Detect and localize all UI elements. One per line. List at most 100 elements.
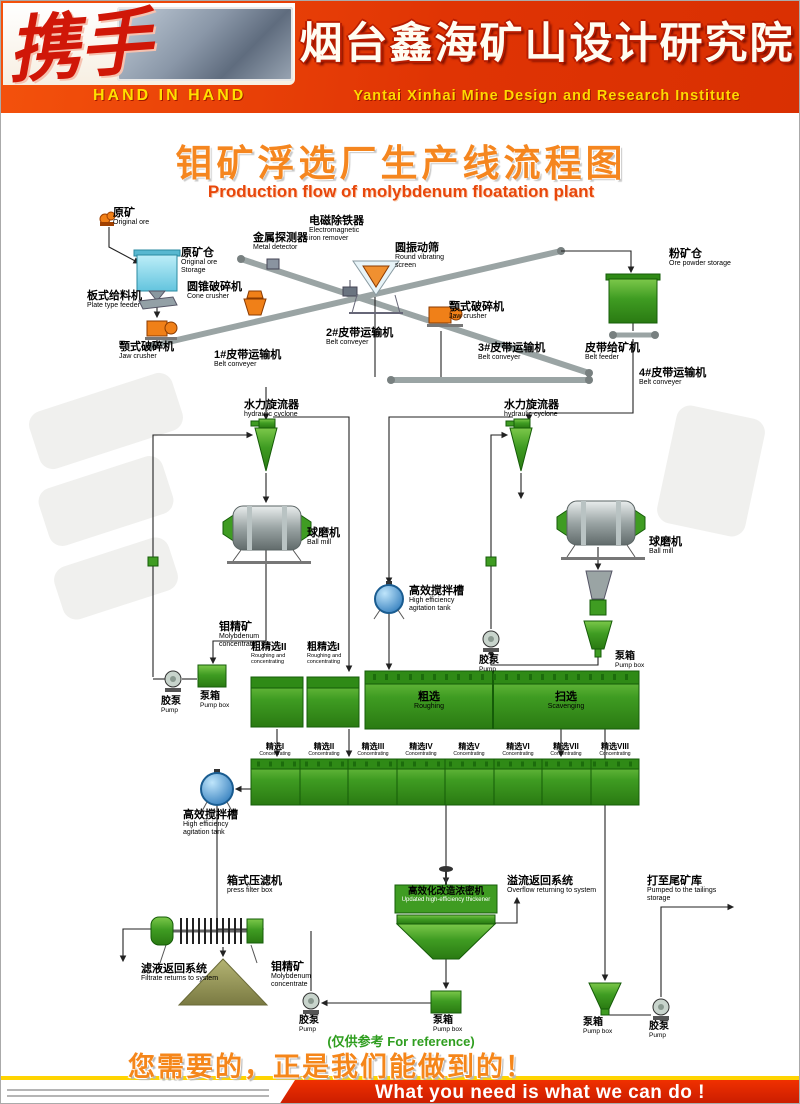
slogan-cn: 您需要的，正是我们能做到的！ <box>128 1052 534 1082</box>
ball-mill-left <box>222 505 312 564</box>
label-concentrating-8: 精选VIII Concentrating <box>599 742 631 757</box>
pump-right-shape <box>482 630 500 652</box>
label-rough-conc-1: 粗精选I Roughing and concentrating <box>307 642 342 666</box>
footer-frame-line <box>7 1089 269 1091</box>
label-ball-mill-right: 球磨机 Ball mill <box>649 536 682 556</box>
flotation-bank-concentrating <box>250 758 640 806</box>
footer-frame-line <box>7 1095 269 1097</box>
slogan-en: What you need is what we can do ! <box>374 1081 706 1103</box>
label-belt-3: 3#皮带运输机 Belt conveyer <box>478 342 546 362</box>
label-overflow-return: 溢流返回系统 Overflow returning to system <box>507 875 597 895</box>
label-plate-feeder: 板式给料机 Plate type feeder <box>87 290 142 310</box>
pump-left-shape <box>164 670 182 692</box>
flotation-rough-conc-2 <box>250 676 304 728</box>
label-concentrating-6: 精选VI Concentrating <box>502 742 534 757</box>
flotation-bank-rough-scavenge <box>364 670 640 730</box>
label-cyclone-right: 水力旋流器 hydraulic cyclone <box>504 399 559 419</box>
pump-box-bottom-right-shape <box>588 982 622 1016</box>
label-concentrating-5: 精选V Concentrating <box>453 742 485 757</box>
conveyor-belt-3 <box>387 376 593 384</box>
thickener-shape <box>394 866 498 960</box>
label-pump-box-left: 泵箱 Pump box <box>200 691 230 709</box>
agitation-tank-right <box>373 581 405 620</box>
hydraulic-cyclone-left <box>250 418 278 472</box>
label-agitation-left: 高效搅拌槽 High efficiency agitation tank <box>183 809 238 836</box>
jaw-crusher-right-shape <box>427 306 463 327</box>
label-cyclone-left: 水力旋流器 hydraulic cyclone <box>244 399 299 419</box>
label-scavenging: 扫选 Scavenging <box>547 691 585 711</box>
label-concentrating-1: 精选I Concentrating <box>259 742 291 757</box>
agitation-tank-left <box>200 769 234 814</box>
label-original-ore: 原矿 Original ore <box>113 207 150 227</box>
page-title-en: Production flow of molybdenum floatation… <box>207 182 595 201</box>
label-concentrating-3: 精选III Concentrating <box>357 742 389 757</box>
hydraulic-cyclone-right <box>505 418 533 472</box>
pump-bottom-right-shape <box>652 998 670 1020</box>
header: 携手 HAND IN HAND 烟台鑫海矿山设计研究院 Yantai Xinha… <box>1 0 799 113</box>
ball-mill-right <box>556 500 646 560</box>
handshake-photo <box>117 7 293 81</box>
vibrating-screen-shape <box>349 260 403 314</box>
footer-red-bar: What you need is what we can do ! <box>279 1080 799 1103</box>
label-ball-mill-left: 球磨机 Ball mill <box>307 527 340 547</box>
label-belt-2: 2#皮带运输机 Belt conveyer <box>326 327 394 347</box>
label-pump-box-bottom-right: 泵箱 Pump box <box>583 1017 613 1035</box>
label-concentrating-4: 精选IV Concentrating <box>405 742 437 757</box>
brand-calligraphy: 携手 <box>4 0 155 93</box>
label-pump-box-right: 泵箱 Pump box <box>615 651 645 669</box>
label-mo-concentrate-bottom: 钼精矿 Molybdenum concentrate <box>271 961 312 988</box>
org-name-en: Yantai Xinhai Mine Design and Research I… <box>353 88 741 104</box>
label-pump-box-bottom-mid: 泵箱 Pump box <box>433 1015 463 1033</box>
riser-valve-right <box>485 556 497 567</box>
original-ore-icon <box>99 211 116 226</box>
label-filtrate-return: 滤液返回系统 Filtrate returns to system <box>141 963 219 983</box>
label-metal-detector: 金属探测器 Metal detector <box>253 232 308 252</box>
label-vibrating-screen: 圆振动筛 Round vibrating screen <box>395 242 445 269</box>
label-concentrating-2: 精选II Concentrating <box>308 742 340 757</box>
label-belt-1: 1#皮带运输机 Belt conveyer <box>214 349 282 369</box>
cone-crusher-shape <box>243 290 267 316</box>
label-roughing: 粗选 Roughing <box>414 691 444 711</box>
logo-panel <box>3 3 295 85</box>
pump-bottom-left-shape <box>302 992 320 1014</box>
label-pump-bottom-left: 胶泵 Pump <box>299 1015 319 1033</box>
press-filter-shape <box>150 916 264 964</box>
label-mo-concentrate-mid: 钼精矿 Molybdenum concentrate <box>219 621 260 648</box>
label-belt-feeder: 皮带给矿机 Belt feeder <box>585 342 640 362</box>
label-powder-storage: 粉矿仓 Ore powder storage <box>669 248 731 268</box>
label-concentrating-7: 精选VII Concentrating <box>550 742 582 757</box>
label-jaw-crusher-left: 颚式破碎机 Jaw crusher <box>119 341 174 361</box>
mill-discharge-right <box>583 570 613 658</box>
brand-english: HAND IN HAND <box>93 87 247 104</box>
pump-box-left-shape <box>197 664 227 688</box>
concentrate-pile <box>177 958 269 1006</box>
label-ore-storage: 原矿仓 Original ore Storage <box>181 247 218 274</box>
label-belt-4: 4#皮带运输机 Belt conveyer <box>639 367 707 387</box>
riser-valve-left <box>147 556 159 567</box>
label-pump-left: 胶泵 Pump <box>161 696 181 714</box>
reference-note: (仅供参考 For reference) <box>327 1034 475 1049</box>
flotation-rough-conc-1 <box>306 676 360 728</box>
ore-storage-bin <box>133 249 181 302</box>
page-title-cn: 钼矿浮选厂生产线流程图 <box>175 143 627 184</box>
belt-feeder-shape <box>609 331 659 339</box>
plate-feeder-shape <box>138 296 178 310</box>
label-thickener: 高效化改造浓密机 Updated high-efficiency thicken… <box>401 886 491 904</box>
org-name-cn: 烟台鑫海矿山设计研究院 <box>299 20 795 68</box>
label-cone-crusher: 圆锥破碎机 Cone crusher <box>187 281 242 301</box>
label-tailings: 打至尾矿库 Pumped to the tailings storage <box>647 875 717 902</box>
label-rough-conc-2: 粗精选II Roughing and concentrating <box>251 642 287 666</box>
label-agitation-right: 高效搅拌槽 High efficiency agitation tank <box>409 585 464 612</box>
label-iron-remover: 电磁除铁器 Electromagnetic iron remover <box>309 215 364 242</box>
label-pump-right: 胶泵 Pump <box>479 655 499 673</box>
conveyor-belt-2 <box>237 255 593 377</box>
label-pump-bottom-right: 胶泵 Pump <box>649 1021 669 1039</box>
powder-storage-bin <box>605 273 661 324</box>
jaw-crusher-left-shape <box>145 320 178 340</box>
footer-accent-line <box>1 1076 799 1080</box>
metal-detector-shape <box>266 258 280 270</box>
label-jaw-crusher-right: 颚式破碎机 Jaw crusher <box>449 301 504 321</box>
pump-box-bottom-mid-shape <box>430 990 462 1014</box>
